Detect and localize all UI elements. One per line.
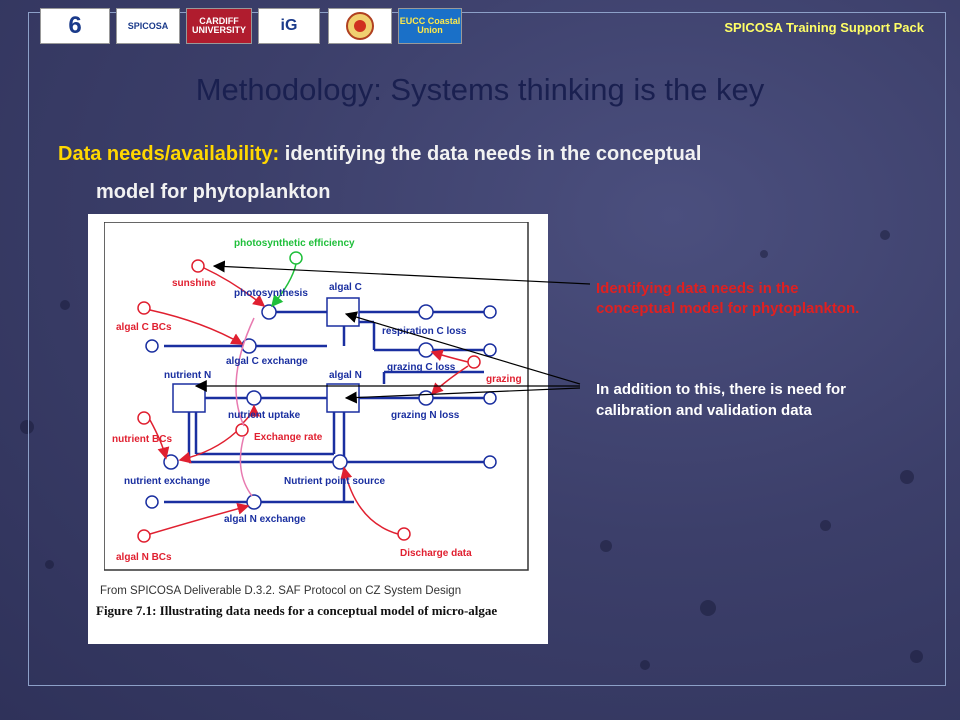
label-nutrient-exchange: nutrient exchange bbox=[124, 476, 211, 487]
figure-caption: Figure 7.1: Illustrating data needs for … bbox=[96, 603, 546, 619]
algal-c-stock bbox=[326, 297, 360, 327]
university-seal-logo bbox=[328, 8, 392, 44]
label-algal-n-bcs: algal N BCs bbox=[116, 552, 172, 563]
spicosa-logo: SPICOSA bbox=[116, 8, 180, 44]
page-title: Methodology: Systems thinking is the key bbox=[195, 72, 765, 107]
note-data-needs: Identifying data needs in the conceptual… bbox=[596, 280, 860, 317]
label-nutrient-n: nutrient N bbox=[164, 370, 211, 381]
label-sunshine: sunshine bbox=[172, 278, 216, 289]
label-nutrient-uptake: nutrient uptake bbox=[228, 410, 301, 421]
subtitle-rest-1: identifying the data needs in the concep… bbox=[279, 143, 702, 165]
label-discharge-data: Discharge data bbox=[400, 548, 472, 559]
label-grazing-c-loss: grazing C loss bbox=[387, 362, 456, 373]
conceptual-model-diagram: photosynthetic efficiency sunshine photo… bbox=[104, 222, 529, 571]
label-grazing: grazing bbox=[486, 374, 522, 385]
label-algal-n: algal N bbox=[329, 370, 362, 381]
fp6-logo: 6 bbox=[40, 8, 110, 44]
label-algal-c: algal C bbox=[329, 282, 362, 293]
seal-icon bbox=[346, 12, 374, 40]
figure-panel bbox=[88, 214, 548, 644]
subtitle: Data needs/availability: identifying the… bbox=[58, 135, 878, 211]
pack-title: SPICOSA Training Support Pack bbox=[724, 20, 924, 35]
igc-logo: iG bbox=[258, 8, 320, 44]
label-photosynthetic-efficiency: photosynthetic efficiency bbox=[234, 238, 355, 249]
cardiff-logo: CARDIFF UNIVERSITY bbox=[186, 8, 252, 44]
label-nutrient-bcs: nutrient BCs bbox=[112, 434, 172, 445]
figure-source: From SPICOSA Deliverable D.3.2. SAF Prot… bbox=[100, 585, 462, 597]
label-photosynthesis: photosynthesis bbox=[234, 288, 308, 299]
figure-caption-label: Figure 7.1: bbox=[96, 603, 157, 618]
slide-frame bbox=[28, 12, 946, 686]
label-algal-c-exchange: algal C exchange bbox=[226, 356, 308, 367]
nutrient-n-stock bbox=[172, 383, 206, 413]
label-exchange-rate: Exchange rate bbox=[254, 432, 323, 443]
label-grazing-n-loss: grazing N loss bbox=[391, 410, 460, 421]
label-algal-n-exchange: algal N exchange bbox=[224, 514, 306, 525]
label-respiration-c-loss: respiration C loss bbox=[382, 326, 467, 337]
figure-caption-text: Illustrating data needs for a conceptual… bbox=[156, 603, 498, 618]
label-algal-c-bcs: algal C BCs bbox=[116, 322, 172, 333]
subtitle-lead: Data needs/availability: bbox=[58, 143, 280, 165]
label-nutrient-point-source: Nutrient point source bbox=[284, 476, 386, 487]
note-calibration: In addition to this, there is need for c… bbox=[596, 381, 847, 419]
algal-n-stock bbox=[326, 383, 360, 413]
diagram-border bbox=[104, 222, 529, 571]
subtitle-rest-2: model for phytoplankton bbox=[96, 181, 331, 203]
eucc-logo: EUCC Coastal Union bbox=[398, 8, 462, 44]
